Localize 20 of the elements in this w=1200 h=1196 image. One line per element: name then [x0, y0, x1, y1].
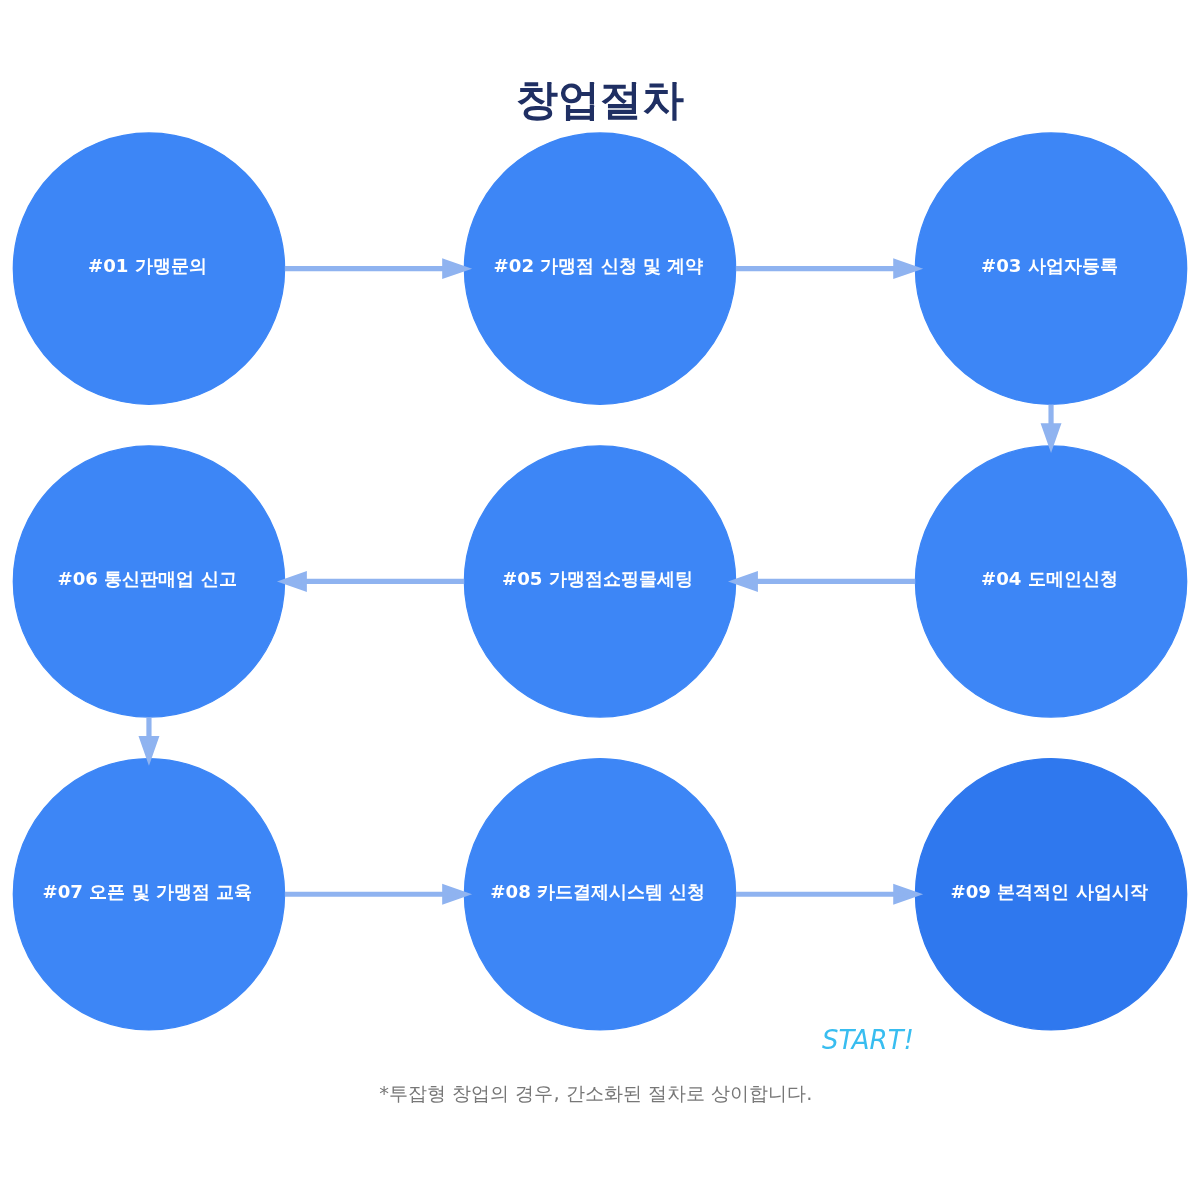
node-circle: #03 사업자등록: [914, 132, 1188, 405]
arrow: [284, 258, 473, 280]
arrow: [276, 571, 465, 592]
node-circle: #01 가맹문의: [12, 132, 286, 405]
node-circle: #04 도메인신청: [914, 445, 1188, 718]
node-circle: #06 통신판매업 신고: [12, 445, 286, 718]
arrow: [138, 717, 160, 766]
diagram-title: 창업절차: [515, 75, 684, 125]
arrow: [284, 883, 473, 905]
arrow: [735, 883, 924, 905]
node-circle: #07 오픈 및 가맹점 교육: [12, 757, 286, 1031]
node-circle: #09 본격적인 사업시작: [914, 757, 1188, 1031]
node-circle: #08 카드결제시스템 신청: [463, 757, 737, 1031]
arrow: [1040, 404, 1062, 454]
node-circle: #02 가맹점 신청 및 계약: [463, 132, 737, 405]
arrow: [728, 571, 916, 592]
arrow: [735, 258, 924, 280]
node-label: START!: [821, 1025, 914, 1056]
node-circle: #05 가맹점쇼핑몰세팅: [463, 445, 737, 718]
label: *투잡형 창업의 경우, 간소화된 절차로 상이합니다.: [379, 1081, 813, 1105]
